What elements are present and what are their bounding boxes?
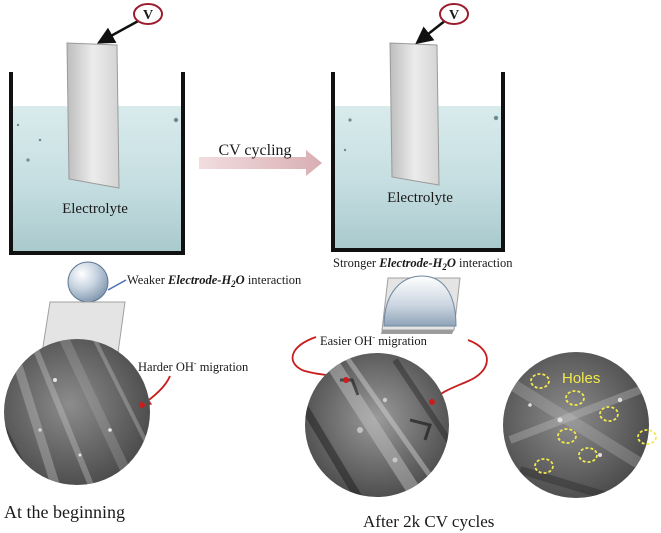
bubble [38, 138, 42, 142]
left-beaker-wall [9, 72, 185, 255]
cv-cycling-label: CV cycling [218, 142, 291, 159]
left-voltage-wire [96, 18, 141, 44]
bubble [173, 117, 179, 123]
left-beaker: V Electrolyte [9, 3, 185, 255]
easier-migration-label: Easier OH- migration [320, 333, 428, 348]
hole-marker [557, 428, 577, 444]
right-electrode-plate [389, 42, 440, 186]
left-voltage-ring [133, 3, 163, 25]
holes-label: Holes [562, 370, 600, 387]
hole-marker [578, 447, 598, 463]
process-arrow: CV cycling [199, 142, 322, 176]
water-droplet [67, 261, 109, 303]
left-voltage-symbol: V [143, 8, 153, 23]
right-voltage-symbol: V [449, 8, 459, 23]
hole-marker [599, 406, 619, 422]
sem-image-holes: Holes [503, 352, 657, 498]
migration-point [343, 377, 349, 383]
sem-image-initial [4, 339, 150, 485]
bubble [26, 158, 30, 162]
sem-image-after [305, 353, 449, 497]
after-2k-cycles-caption: After 2k CV cycles [363, 512, 494, 531]
cv-cycling-arrow-shape [199, 150, 322, 176]
hole-marker [530, 373, 550, 389]
bubble [16, 123, 20, 127]
right-voltage-ring [439, 3, 469, 25]
at-the-beginning-caption: At the beginning [4, 502, 125, 522]
hole-marker [534, 458, 554, 474]
migration-point [139, 402, 145, 408]
migration-point [429, 399, 435, 405]
right-electrolyte-label: Electrolyte [387, 190, 453, 206]
right-panel: Stronger Electrode-H2O interaction Easie… [291, 256, 657, 531]
bubble [343, 148, 347, 152]
stronger-interaction-label: Stronger Electrode-H2O interaction [333, 256, 513, 272]
right-electrode-surface-edge [381, 330, 454, 334]
hole-marker [637, 429, 657, 445]
harder-migration-label: Harder OH- migration [138, 359, 249, 374]
left-electrode-plate [66, 42, 120, 189]
bubble [493, 115, 499, 121]
right-voltage-wire [415, 19, 447, 45]
left-panel: Weaker Electrode-H2O interaction Harder … [4, 261, 302, 522]
weaker-interaction-label: Weaker Electrode-H2O interaction [127, 273, 302, 289]
left-electrolyte-label: Electrolyte [62, 201, 128, 217]
spread-water-layer [383, 275, 457, 327]
droplet-pointer [107, 279, 127, 291]
right-beaker-wall [331, 72, 505, 252]
hole-marker [565, 390, 585, 406]
bubble [348, 118, 352, 122]
right-beaker: V Electrolyte [331, 3, 505, 252]
